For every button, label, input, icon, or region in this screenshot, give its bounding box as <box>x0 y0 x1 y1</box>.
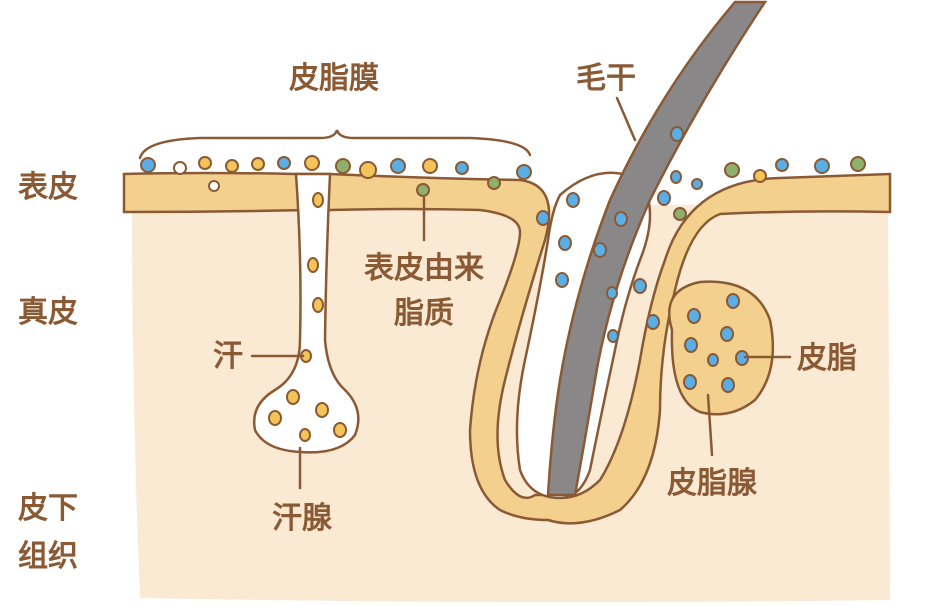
label-subcutaneous-line2: 组织 <box>18 539 78 574</box>
label-sebum: 皮脂 <box>797 341 857 376</box>
label-sweat-gland: 汗腺 <box>272 501 333 536</box>
label-hair-shaft: 毛干 <box>576 61 636 96</box>
sweat-droplets <box>268 192 347 442</box>
dermis-layer <box>132 205 890 603</box>
label-sweat: 汗 <box>213 339 243 374</box>
label-epidermis: 表皮 <box>18 170 78 205</box>
label-epidermal-lipid-line1: 表皮由来 <box>364 251 484 286</box>
label-sebaceous-gland: 皮脂腺 <box>667 466 758 501</box>
sebum-droplets <box>536 126 749 393</box>
epidermis-layer <box>122 171 892 525</box>
label-epidermal-lipid-line2: 脂质 <box>394 296 454 331</box>
sebum-film-bracket <box>138 129 532 160</box>
label-subcutaneous-line1: 皮下 <box>18 491 78 526</box>
label-dermis: 真皮 <box>18 295 78 330</box>
lipid-dot <box>673 207 687 221</box>
hair-shaft <box>546 0 768 497</box>
hair-shaft-leader <box>615 96 637 142</box>
label-sebum-film: 皮脂膜 <box>289 61 379 96</box>
sebaceous-gland-leader <box>706 393 714 457</box>
surface-dots <box>140 155 866 197</box>
